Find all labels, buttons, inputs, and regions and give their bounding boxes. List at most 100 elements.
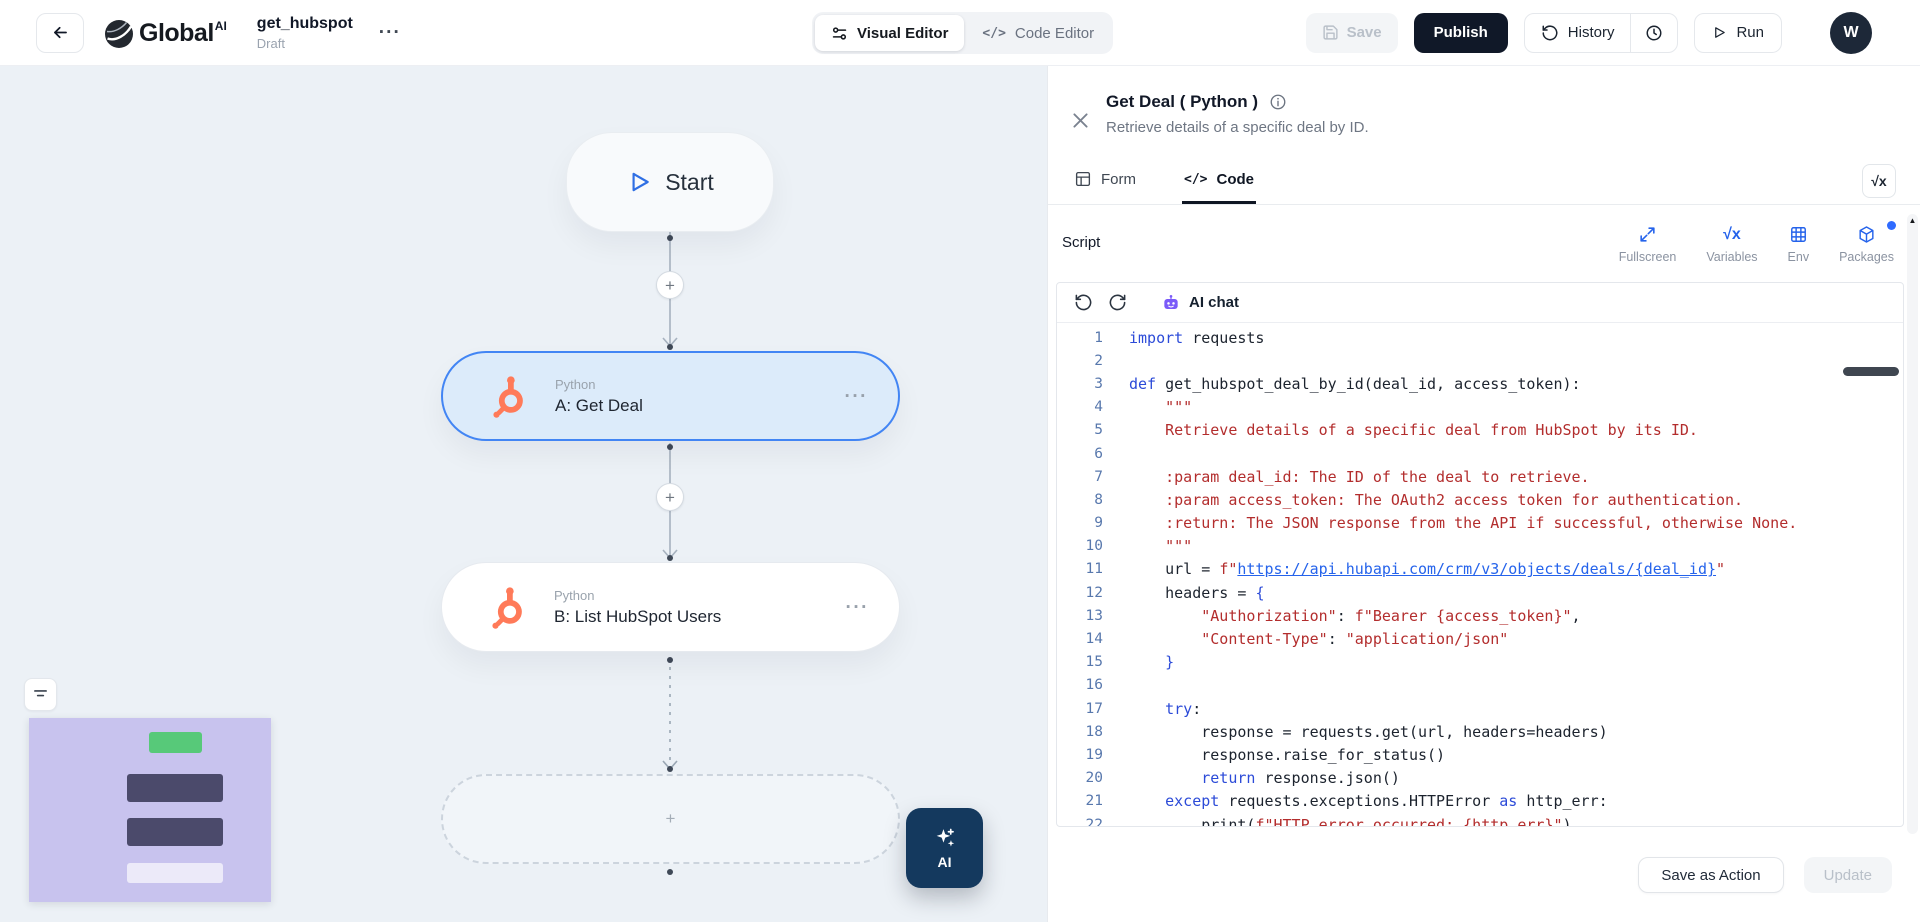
redo-icon <box>1109 294 1125 311</box>
align-icon <box>34 690 47 697</box>
app-logo[interactable]: Global AI <box>104 15 227 51</box>
run-label: Run <box>1736 24 1764 41</box>
line-number: 8 <box>1094 491 1103 508</box>
code-line[interactable]: 4 """ <box>1057 396 1903 419</box>
code-line[interactable]: 19 response.raise_for_status() <box>1057 743 1903 766</box>
line-content[interactable]: return response.json() <box>1201 769 1400 788</box>
code-line[interactable]: 7 :param deal_id: The ID of the deal to … <box>1057 465 1903 488</box>
line-number: 1 <box>1094 329 1103 346</box>
code-line[interactable]: 11 url = f"https://api.hubapi.com/crm/v3… <box>1057 558 1903 581</box>
fullscreen-button[interactable]: Fullscreen <box>1619 225 1676 264</box>
node-menu-button[interactable]: ··· <box>846 598 869 617</box>
code-line[interactable]: 22 print(f"HTTP error occurred: {http_er… <box>1057 813 1903 827</box>
code-editor-tab[interactable]: </> Code Editor <box>966 15 1110 51</box>
code-line[interactable]: 20 return response.json() <box>1057 767 1903 790</box>
code-scrollbar-thumb[interactable] <box>1843 367 1899 376</box>
code-line[interactable]: 10 """ <box>1057 535 1903 558</box>
line-content[interactable]: :param access_token: The OAuth2 access t… <box>1129 490 1744 509</box>
line-content[interactable]: try: <box>1165 699 1202 718</box>
line-content[interactable]: "Authorization": f"Bearer {access_token}… <box>1201 606 1581 625</box>
code-line[interactable]: 12 headers = { <box>1057 581 1903 604</box>
minimap-node <box>127 818 223 846</box>
variables-button[interactable]: √x Variables <box>1706 225 1757 264</box>
ai-assistant-button[interactable]: AI <box>906 808 983 888</box>
fullscreen-icon <box>1640 227 1655 242</box>
line-content[interactable]: Retrieve details of a specific deal from… <box>1129 421 1698 440</box>
line-content[interactable]: """ <box>1129 398 1193 417</box>
ai-chat-label: AI chat <box>1189 294 1240 311</box>
code-line[interactable]: 17 try: <box>1057 697 1903 720</box>
expression-button[interactable]: √x <box>1862 164 1896 198</box>
line-content[interactable]: "Content-Type": "application/json" <box>1201 630 1509 649</box>
ai-chat-button[interactable]: AI chat <box>1161 293 1239 313</box>
empty-node-placeholder[interactable]: + <box>441 774 900 864</box>
code-line[interactable]: 14 "Content-Type": "application/json" <box>1057 627 1903 650</box>
workflow-node-list-users[interactable]: Python B: List HubSpot Users ··· <box>441 562 900 652</box>
save-as-action-button[interactable]: Save as Action <box>1638 857 1784 893</box>
code-line[interactable]: 6 <box>1057 442 1903 465</box>
line-number: 15 <box>1085 654 1103 671</box>
update-button[interactable]: Update <box>1803 857 1892 893</box>
panel-scrollbar[interactable]: ▲ <box>1907 214 1918 834</box>
canvas-minimap[interactable] <box>29 718 271 902</box>
line-content[interactable]: headers = { <box>1129 583 1265 602</box>
line-content[interactable]: def get_hubspot_deal_by_id(deal_id, acce… <box>1129 374 1581 393</box>
code-line[interactable]: 9 :return: The JSON response from the AP… <box>1057 512 1903 535</box>
workflow-canvas[interactable]: Start + Python A: Get Deal ··· + <box>0 66 1047 922</box>
workflow-more-button[interactable]: ··· <box>379 23 401 42</box>
code-line[interactable]: 16 <box>1057 674 1903 697</box>
code-line[interactable]: 1 import requests <box>1057 326 1903 349</box>
visual-editor-tab[interactable]: Visual Editor <box>815 15 965 51</box>
tab-code[interactable]: </> Code <box>1182 163 1256 204</box>
back-button[interactable] <box>36 12 84 53</box>
env-button[interactable]: Env <box>1788 225 1809 264</box>
line-content[interactable]: """ <box>1129 537 1193 556</box>
line-content[interactable]: } <box>1165 653 1175 672</box>
line-content[interactable]: print(f"HTTP error occurred: {http_err}"… <box>1129 815 1572 827</box>
save-button[interactable]: Save <box>1305 12 1398 53</box>
publish-button[interactable]: Publish <box>1413 12 1508 53</box>
script-section-header: Script Fullscreen √x Variables Env P <box>1062 221 1896 264</box>
line-content[interactable]: except requests.exceptions.HTTPError as … <box>1165 792 1608 811</box>
ellipsis-icon: ··· <box>844 385 868 407</box>
ai-fab-label: AI <box>937 854 952 870</box>
info-icon[interactable] <box>1269 93 1287 111</box>
line-content[interactable]: response.raise_for_status() <box>1129 745 1446 764</box>
code-line[interactable]: 18 response = requests.get(url, headers=… <box>1057 720 1903 743</box>
add-step-button-2[interactable]: + <box>656 483 684 511</box>
visual-editor-icon <box>832 26 847 40</box>
add-step-button-1[interactable]: + <box>656 271 684 299</box>
line-number: 16 <box>1085 677 1103 694</box>
code-line[interactable]: 2 <box>1057 349 1903 372</box>
run-button[interactable]: Run <box>1694 12 1782 53</box>
undo-button[interactable] <box>1071 291 1095 315</box>
start-label: Start <box>665 168 714 195</box>
code-line[interactable]: 21 except requests.exceptions.HTTPError … <box>1057 790 1903 813</box>
line-content[interactable]: import requests <box>1129 328 1265 347</box>
tab-form[interactable]: Form <box>1072 162 1138 204</box>
auto-layout-button[interactable] <box>24 678 57 711</box>
code-line[interactable]: 15 } <box>1057 651 1903 674</box>
code-line[interactable]: 13 "Authorization": f"Bearer {access_tok… <box>1057 604 1903 627</box>
history-button[interactable]: History <box>1525 14 1631 52</box>
panel-footer: Save as Action Update <box>1048 857 1892 893</box>
start-node[interactable]: Start <box>566 132 774 232</box>
history-icon <box>1542 24 1558 40</box>
close-panel-button[interactable] <box>1066 106 1094 134</box>
line-content[interactable]: response = requests.get(url, headers=hea… <box>1129 722 1608 741</box>
node-menu-button[interactable]: ··· <box>845 387 868 406</box>
packages-button[interactable]: Packages <box>1839 221 1896 264</box>
code-line[interactable]: 8 :param access_token: The OAuth2 access… <box>1057 488 1903 511</box>
node-text: Python B: List HubSpot Users <box>554 588 721 627</box>
line-content[interactable]: :return: The JSON response from the API … <box>1129 514 1798 533</box>
workflow-node-get-deal[interactable]: Python A: Get Deal ··· <box>441 351 900 441</box>
line-content[interactable]: :param deal_id: The ID of the deal to re… <box>1129 467 1590 486</box>
user-avatar[interactable]: W <box>1830 11 1872 54</box>
redo-button[interactable] <box>1105 291 1129 315</box>
line-content[interactable]: url = f"https://api.hubapi.com/crm/v3/ob… <box>1129 560 1726 579</box>
code-line[interactable]: 5 Retrieve details of a specific deal fr… <box>1057 419 1903 442</box>
schedule-button[interactable] <box>1631 14 1677 52</box>
